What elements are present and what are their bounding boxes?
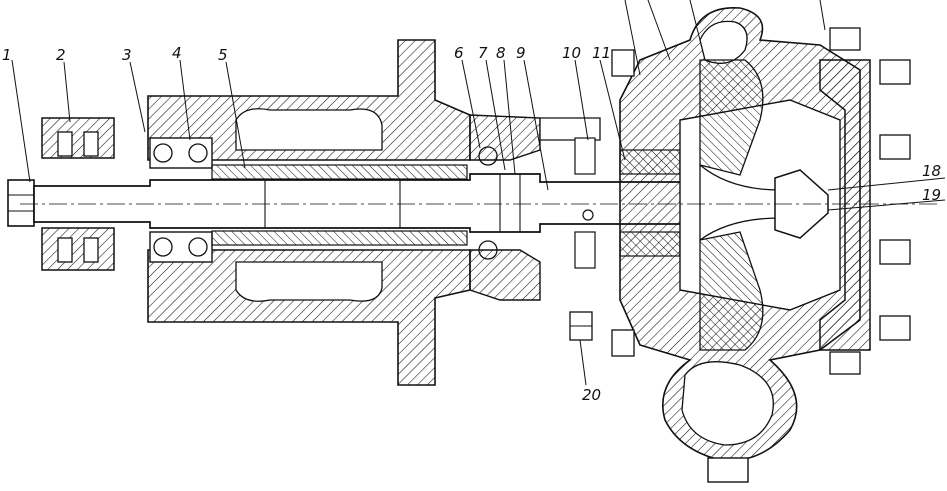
callout-10: 10 [562, 44, 581, 62]
callout-2: 2 [56, 46, 66, 64]
coupling-half [41, 117, 115, 271]
bearing-housing [147, 39, 471, 386]
left-ball-bearing [149, 137, 213, 263]
callout-19: 19 [922, 186, 941, 204]
shaft-end-nut [7, 179, 35, 227]
impeller [699, 59, 781, 351]
callout-11: 11 [592, 44, 611, 62]
impeller-nut [774, 169, 829, 239]
suction-cover [819, 59, 871, 351]
callout-4: 4 [172, 44, 182, 62]
callout-20: 20 [582, 386, 601, 404]
callout-6: 6 [454, 44, 464, 62]
callout-3: 3 [122, 46, 132, 64]
callout-1: 1 [2, 46, 12, 64]
leader-lines [11, 0, 946, 386]
callout-7: 7 [478, 44, 488, 62]
callout-labels: 1 2 3 4 5 6 7 8 9 10 11 18 19 20 [2, 44, 941, 404]
callout-18: 18 [922, 162, 941, 180]
flange-bolts [611, 27, 911, 483]
callout-9: 9 [516, 44, 526, 62]
callout-8: 8 [496, 44, 506, 62]
shaft-sleeve [211, 164, 468, 246]
callout-5: 5 [218, 46, 228, 64]
